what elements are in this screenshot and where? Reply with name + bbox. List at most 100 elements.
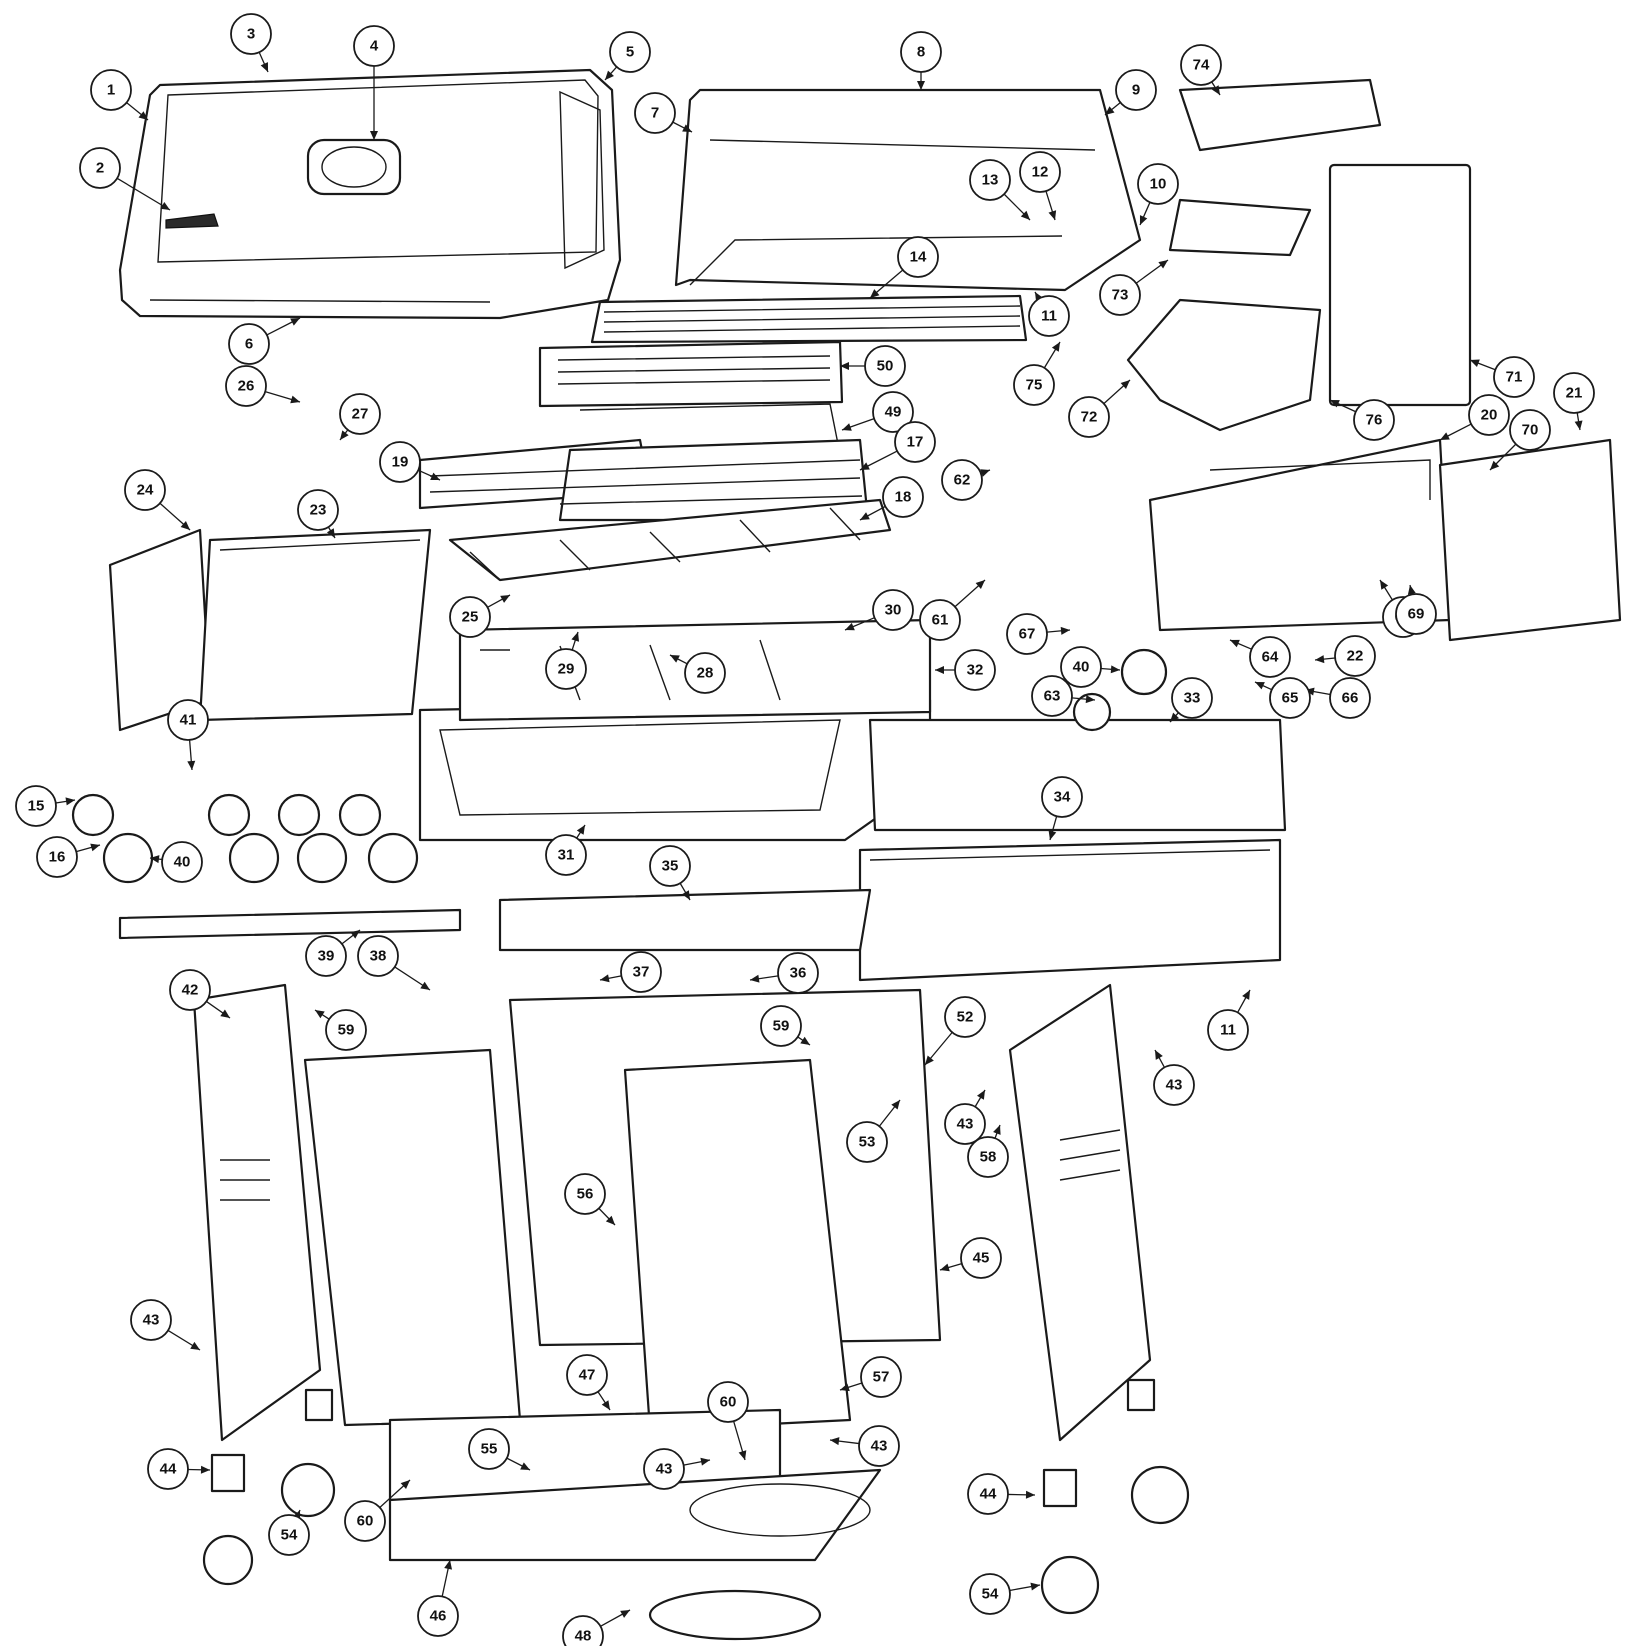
callout-circle [79,147,121,189]
leader-arrowhead [290,395,300,404]
callout-bubble: 71 [1493,356,1535,398]
callout-circle [1068,396,1110,438]
callout-circle [882,476,924,518]
leader-arrowhead [350,930,360,939]
leader-arrowhead [1110,665,1120,674]
callout-bubble: 45 [960,1237,1002,1279]
callout-bubble: 66 [1329,677,1371,719]
callout-bubble: 64 [1249,636,1291,678]
callout-bubble: 35 [649,845,691,887]
leader-arrowhead [1155,1050,1163,1060]
leader-arrowhead [187,760,196,770]
part-number-label: 71 [1506,369,1523,386]
leader-arrowhead [800,1036,810,1045]
callout-circle [643,1448,685,1490]
part-number-label: 76 [1366,412,1383,429]
callout-circle [379,441,421,483]
callout-circle [1019,151,1061,193]
part-number-label: 29 [558,661,575,678]
callout-bubble: 54 [268,1514,310,1556]
callout-circle [124,469,166,511]
part-number-label: 45 [973,1250,990,1267]
callout-circle [169,969,211,1011]
leader-arrowhead [681,890,690,900]
callout-bubble: 63 [1031,675,1073,717]
leader-arrowhead [1030,1582,1040,1591]
callout-circle [15,785,57,827]
callout-circle [969,159,1011,201]
callout-bubble: 47 [566,1354,608,1396]
part-number-label: 52 [957,1009,974,1026]
callout-circle [1180,44,1222,86]
part-number-label: 57 [873,1369,890,1386]
callout-circle [1171,677,1213,719]
callout-bubble: 15 [15,785,57,827]
leader-arrowhead [138,111,148,120]
part-number-label: 54 [281,1527,298,1544]
leader-arrowhead [750,974,760,983]
callout-circle [325,1009,367,1051]
part-number-label: 62 [954,472,971,489]
callout-circle [225,365,267,407]
leader-arrowhead [601,1400,610,1410]
part-number-label: 7 [651,105,659,122]
callout-circle [954,649,996,691]
part-number-label: 28 [697,665,714,682]
callout-bubble: 67 [1006,613,1048,655]
leader-arrowhead [870,289,880,298]
callout-bubble: 59 [760,1005,802,1047]
callout-circle [228,323,270,365]
callout-bubble: 24 [124,469,166,511]
leader-arrowhead [315,1010,325,1019]
callout-bubble: 57 [860,1356,902,1398]
callout-circle [1060,646,1102,688]
callout-circle [305,935,347,977]
part-number-label: 63 [1044,688,1061,705]
callout-bubble: 39 [305,935,347,977]
callout-bubble: 22 [1334,635,1376,677]
callout-bubble: 21 [1553,372,1595,414]
callout-circle [846,1121,888,1163]
part-number-label: 3 [247,26,255,43]
leader-arrowhead [180,521,190,530]
leader-arrowhead [340,430,349,440]
callout-circle [967,1473,1009,1515]
leader-arrowhead [1048,210,1057,220]
part-number-label: 9 [1132,82,1140,99]
callout-circle [684,652,726,694]
callout-circle [919,599,961,641]
leader-arrowhead [420,981,430,990]
callout-bubble: 43 [1153,1064,1195,1106]
callout-bubble: 1 [90,69,132,111]
leader-arrowhead [891,1100,900,1110]
callout-bubble: 65 [1269,677,1311,719]
callout-circle [268,1514,310,1556]
part-number-label: 10 [1150,176,1167,193]
callout-bubble: 74 [1180,44,1222,86]
leader-arrowhead [975,580,985,589]
callout-bubble: 60 [707,1381,749,1423]
callout-bubble: 9 [1115,69,1157,111]
part-number-label: 15 [28,798,45,815]
callout-bubble: 5 [609,31,651,73]
callout-circle [897,236,939,278]
part-number-label: 65 [1282,690,1299,707]
leader-arrowhead [1051,342,1060,352]
callout-bubble: 13 [969,159,1011,201]
callout-circle [634,92,676,134]
callout-circle [872,589,914,631]
callout-circle [941,459,983,501]
part-number-label: 13 [982,172,999,189]
leader-arrowhead [500,595,510,603]
leader-arrowhead [576,825,585,835]
callout-circle [894,421,936,463]
callout-circle [1395,593,1437,635]
callout-bubble: 30 [872,589,914,631]
callout-circle [1493,356,1535,398]
leader-arrowhead [700,1457,710,1466]
part-number-label: 48 [575,1628,592,1645]
leader-arrowhead [1380,580,1389,590]
callout-circle [707,1381,749,1423]
callout-bubble: 40 [1060,646,1102,688]
callout-circle [649,845,691,887]
